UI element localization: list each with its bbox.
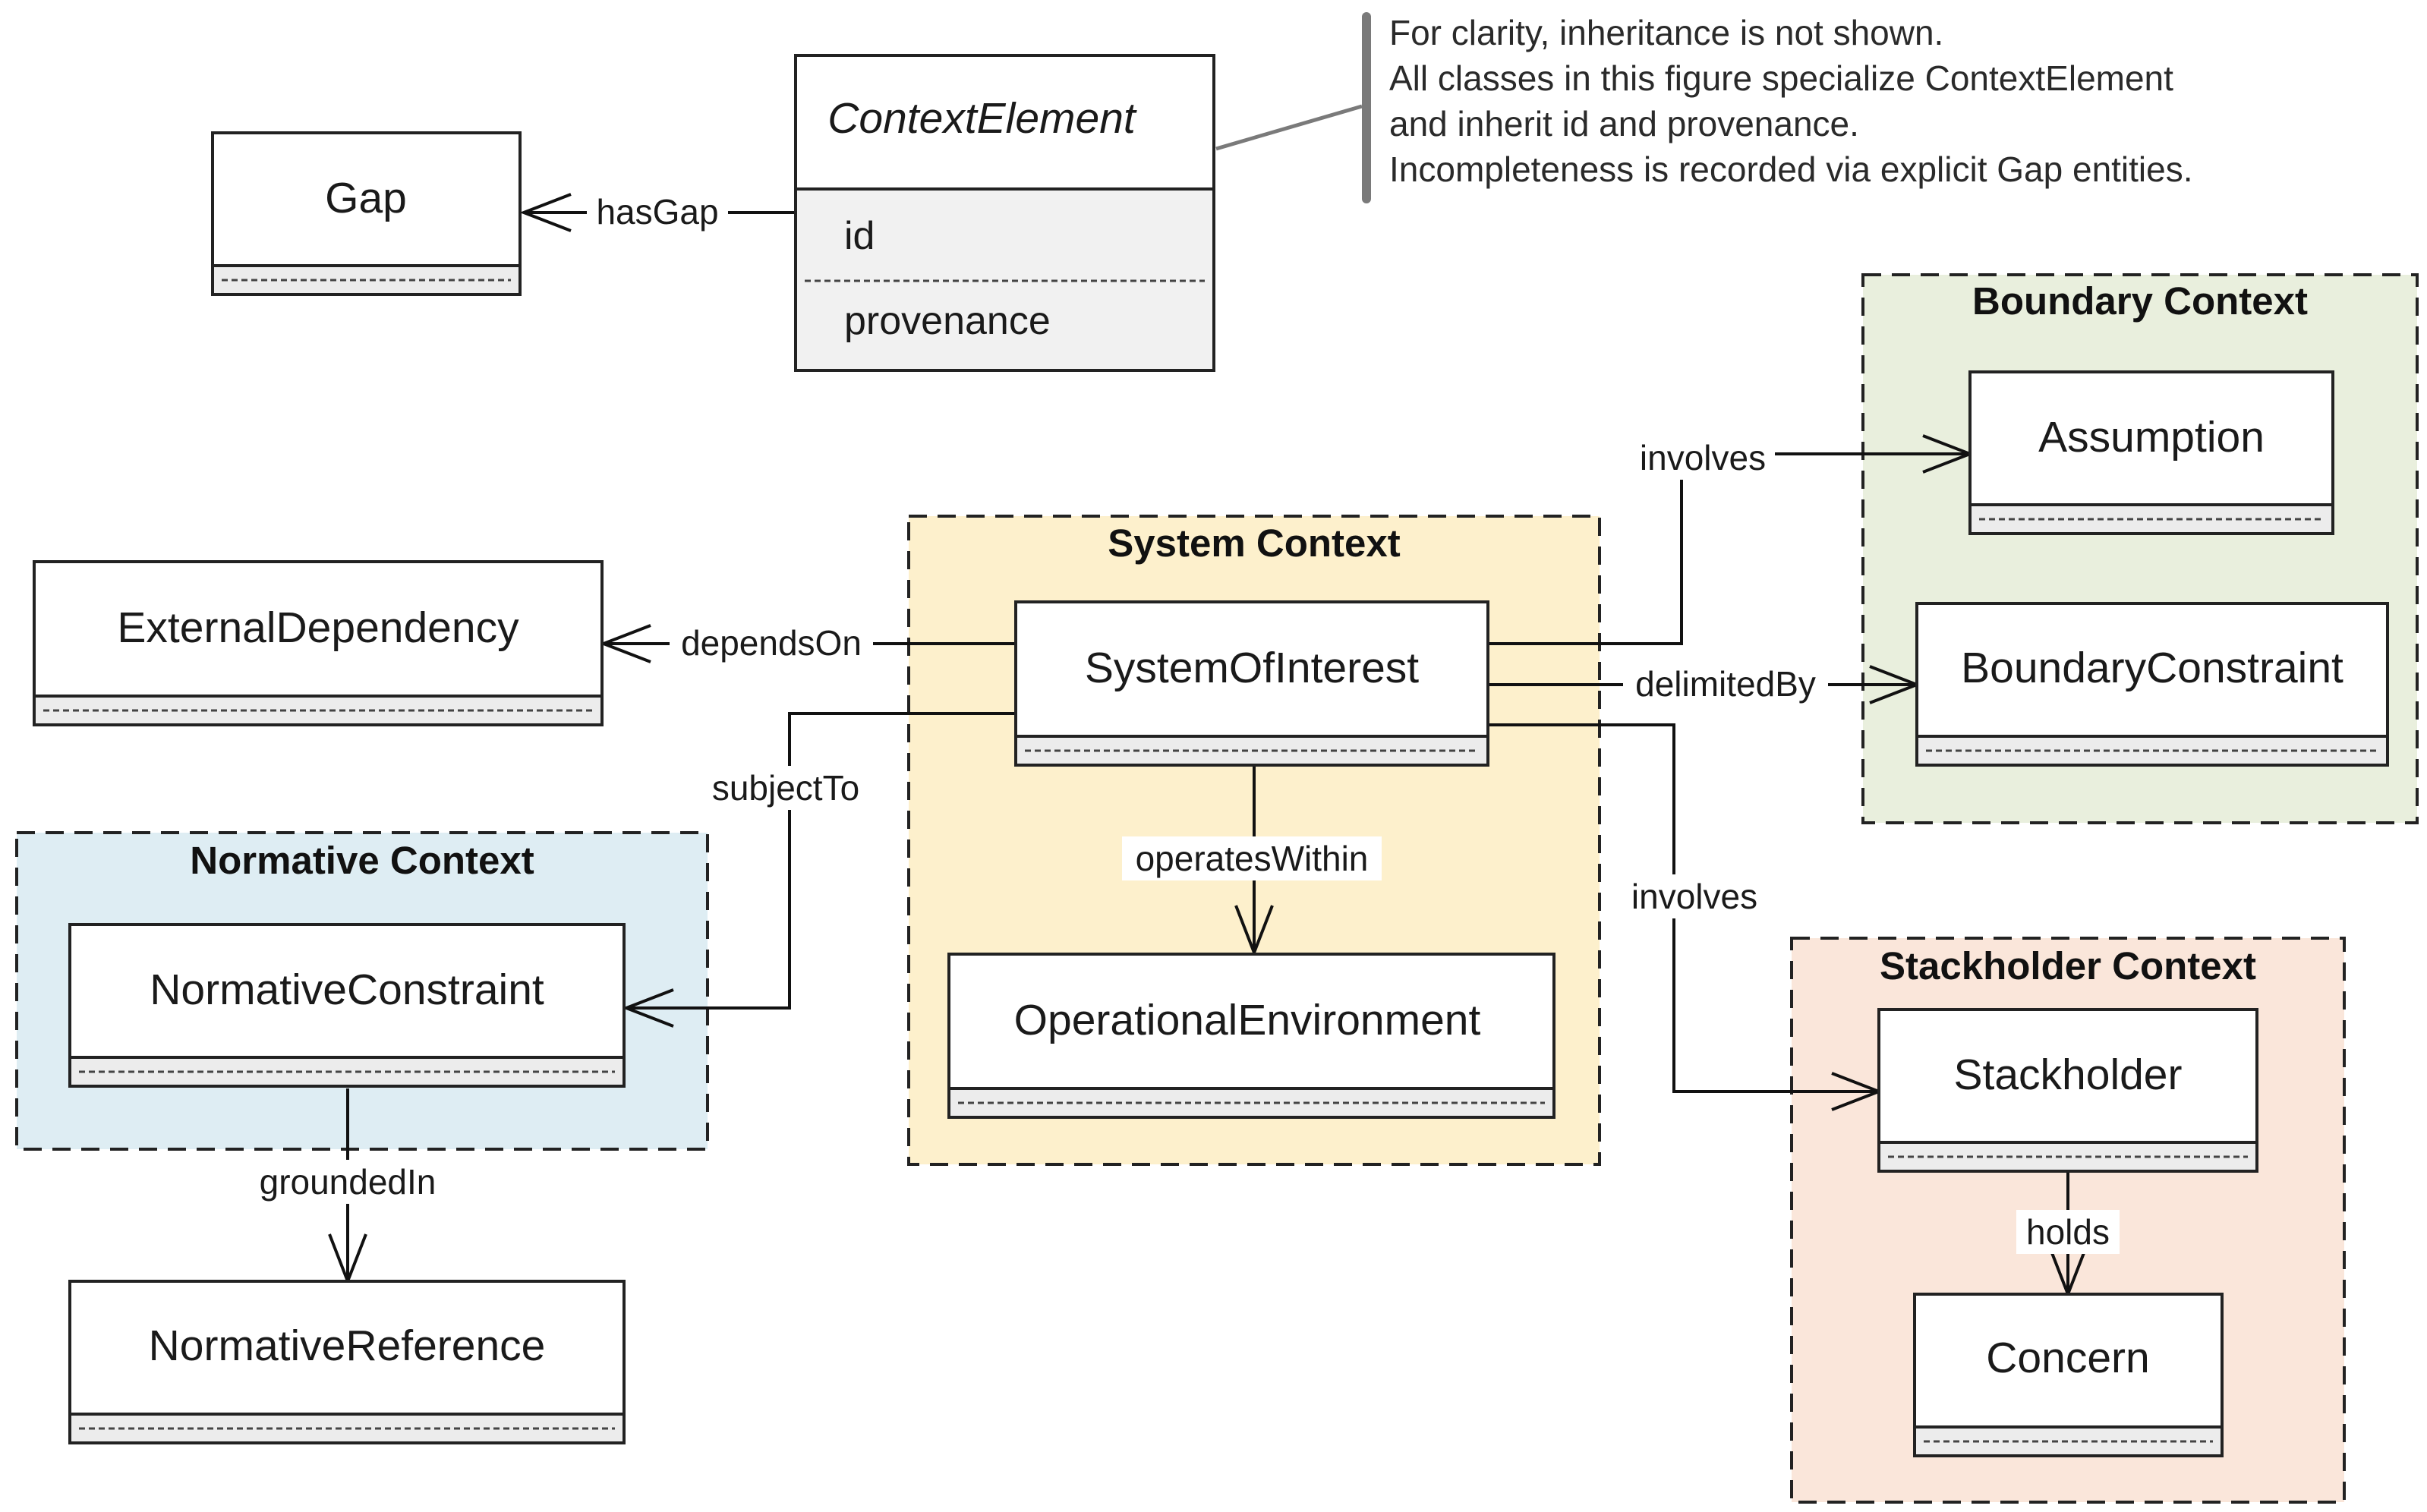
attribute-id: id (844, 214, 875, 258)
class-operational-environment: OperationalEnvironment (947, 953, 1555, 1119)
involves-assumption-label: involves (1640, 438, 1766, 477)
class-external-dependency-name: ExternalDependency (117, 603, 519, 652)
involves-stakeholder-label: involves (1631, 877, 1757, 916)
class-boundary-constraint-name: BoundaryConstraint (1961, 644, 2343, 692)
class-assumption: Assumption (1968, 370, 2334, 535)
note-line-4: Incompleteness is recorded via explicit … (1389, 150, 2193, 189)
subject-to-edge (626, 712, 1016, 1010)
class-normative-reference-name: NormativeReference (149, 1321, 546, 1370)
boundary-context-title: Boundary Context (1972, 279, 2308, 323)
class-normative-reference: NormativeReference (68, 1280, 626, 1444)
attribute-provenance: provenance (844, 299, 1051, 343)
inheritance-note: For clarity, inheritance is not shown. A… (1215, 12, 2193, 203)
note-line-2: All classes in this figure specialize Co… (1389, 58, 2173, 98)
class-boundary-constraint: BoundaryConstraint (1915, 602, 2389, 767)
class-system-of-interest: SystemOfInterest (1014, 600, 1489, 767)
involves-assumption-edge (1489, 452, 1970, 645)
class-stakeholder: Stackholder (1877, 1008, 2258, 1173)
operates-within-label: operatesWithin (1136, 839, 1369, 878)
class-system-of-interest-name: SystemOfInterest (1085, 644, 1419, 692)
subject-to-label: subjectTo (712, 768, 859, 808)
class-operational-environment-name: OperationalEnvironment (1014, 996, 1481, 1044)
class-normative-constraint: NormativeConstraint (68, 923, 626, 1088)
has-gap-label: hasGap (596, 192, 718, 232)
note-line-3: and inherit id and provenance. (1389, 104, 1859, 143)
normative-context-title: Normative Context (190, 839, 534, 882)
class-context-element-name: ContextElement (827, 94, 1137, 143)
class-concern: Concern (1913, 1293, 2224, 1457)
class-gap: Gap (211, 131, 522, 296)
stakeholder-context-title: Stackholder Context (1880, 944, 2256, 988)
note-line-1: For clarity, inheritance is not shown. (1389, 13, 1943, 52)
delimited-by-label: delimitedBy (1635, 664, 1816, 704)
class-concern-name: Concern (1986, 1334, 2149, 1382)
relation-labels: hasGap dependsOn subjectTo operatesWithi… (243, 190, 2120, 1254)
class-context-element: ContextElement id provenance (794, 54, 1215, 372)
subject-to-arrowhead (622, 988, 674, 1028)
class-stakeholder-name: Stackholder (1953, 1051, 2182, 1099)
has-gap-arrowhead (519, 193, 572, 232)
class-gap-name: Gap (325, 174, 407, 222)
grounded-in-label: groundedIn (260, 1162, 437, 1202)
system-context-title: System Context (1108, 521, 1400, 565)
holds-label: holds (2026, 1212, 2110, 1252)
class-external-dependency: ExternalDependency (33, 560, 604, 726)
class-normative-constraint-name: NormativeConstraint (150, 965, 544, 1014)
class-assumption-name: Assumption (2038, 413, 2265, 461)
depends-on-label: dependsOn (681, 623, 862, 663)
